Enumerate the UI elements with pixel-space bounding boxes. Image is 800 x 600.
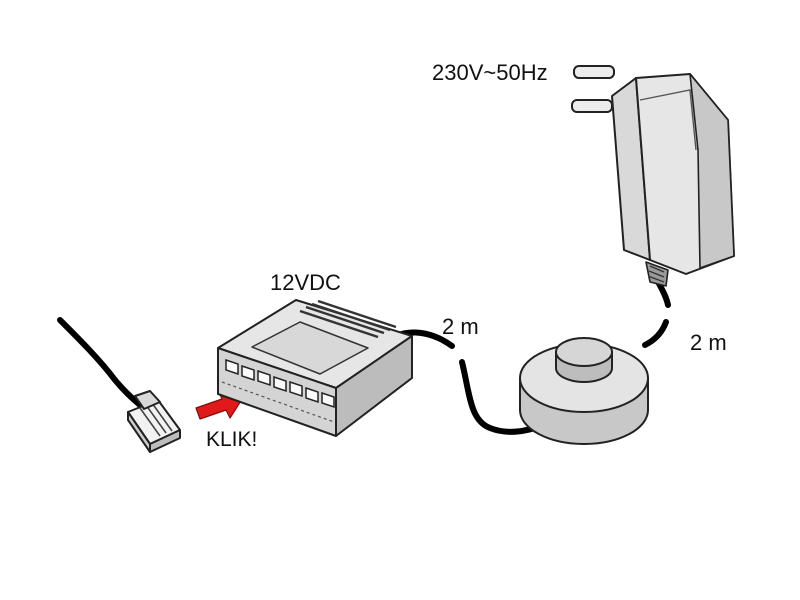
voltage-dc-label: 12VDC — [270, 270, 341, 295]
hub-ports — [225, 358, 335, 409]
foot-switch — [519, 337, 649, 445]
click-label: KLIK! — [206, 428, 257, 451]
cable-length-left-label: 2 m — [442, 314, 479, 339]
voltage-ac-label: 230V~50Hz — [432, 60, 548, 85]
input-cable — [57, 317, 143, 408]
switch-to-adapter-cable-a — [642, 319, 669, 348]
plug-pins — [571, 65, 615, 113]
power-adapter — [571, 65, 735, 287]
connector-plug — [127, 390, 181, 453]
distribution-hub — [217, 299, 413, 437]
cable-length-right-label: 2 m — [690, 330, 727, 355]
